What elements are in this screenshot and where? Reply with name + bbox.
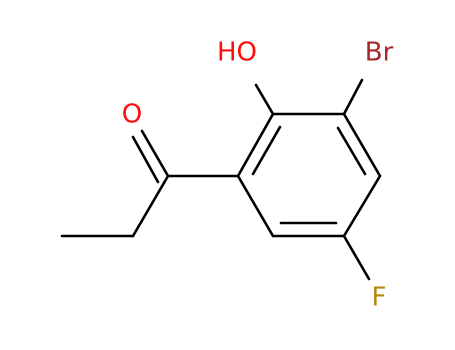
bond-carbonyl-oxygen-1	[140, 129, 170, 178]
ring-bond-c1-c2	[236, 112, 275, 178]
bond-ring-fluorine	[342, 234, 371, 281]
hydroxyl-label: HO	[217, 38, 257, 68]
ring-bond-c4-c5	[342, 174, 382, 238]
carbonyl-oxygen-label: O	[122, 100, 142, 130]
fluorine-label: F	[372, 283, 387, 313]
ring-bond-c3-c4	[342, 112, 382, 178]
bromine-label: Br	[365, 38, 394, 68]
bond-ring-bromine	[342, 78, 364, 116]
bond-ch2-carbonyl	[131, 174, 170, 238]
bond-carbonyl-oxygen-2	[131, 135, 160, 184]
ring-bond-c1-c2-inner	[251, 125, 282, 176]
bond-ring-hydroxyl	[254, 83, 275, 116]
ring-bond-c3-c4-inner	[336, 126, 367, 176]
ring-bond-c6-c1	[236, 174, 275, 238]
